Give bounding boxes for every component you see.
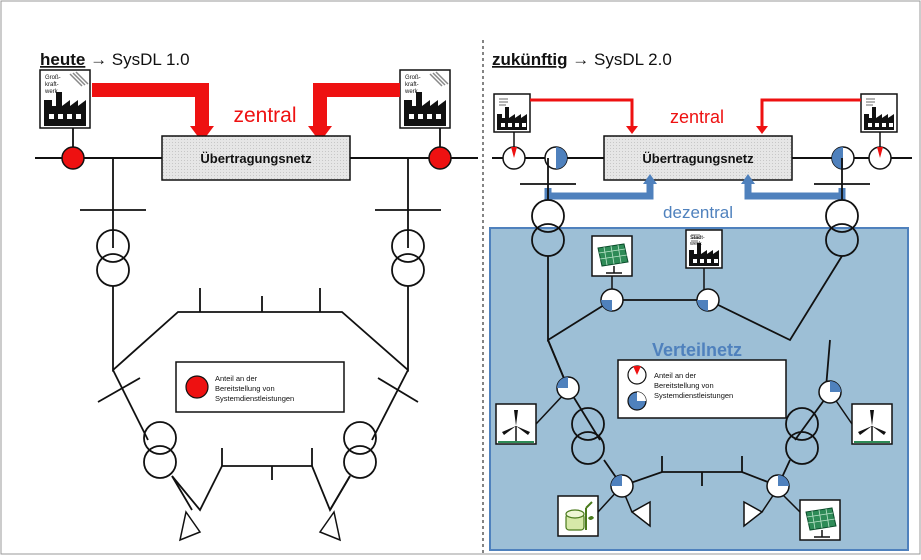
sysdl-share-node-dist-3	[556, 376, 580, 400]
sysdl-share-node-dist-1	[600, 288, 624, 312]
biogas-plant-icon	[557, 495, 599, 537]
wind-turbine-icon-left	[495, 403, 537, 445]
svg-text:Anteil an der: Anteil an der	[654, 371, 697, 380]
sysdl-share-node-dist-6	[766, 474, 790, 498]
zentral-label-left: zentral	[233, 104, 296, 127]
sysdl-share-node-dist-5	[610, 474, 634, 498]
svg-text:kraft-: kraft-	[405, 82, 419, 88]
left-panel-title: heute → SysDL 1.0	[40, 50, 190, 69]
load-triangle-right	[318, 510, 342, 542]
svg-text:werk: werk	[404, 89, 419, 95]
transmission-grid-box-right	[603, 135, 793, 181]
central-feed-arrow-right	[313, 83, 400, 128]
transmission-grid-box	[161, 135, 351, 181]
sysdl-share-node-bus-4	[868, 146, 892, 170]
stadtwerk-plant-icon: Stadt- werk	[685, 229, 723, 269]
svg-text:werk: werk	[44, 89, 59, 95]
load-triangle-right-panel-right	[743, 500, 764, 528]
sysdl-share-node-bus-2	[544, 146, 568, 170]
svg-text:werk: werk	[689, 241, 702, 247]
load-triangle-right-panel-left	[630, 500, 651, 528]
sysdl-share-node-dist-2	[696, 288, 720, 312]
svg-text:Groß-: Groß-	[405, 75, 421, 81]
svg-text:kraft-: kraft-	[45, 82, 59, 88]
dezentral-label: dezentral	[663, 203, 733, 222]
distribution-grid-label: Verteilnetz	[652, 340, 742, 360]
transmission-grid-label: Übertragungsnetz	[200, 151, 312, 166]
transmission-grid-label-right: Übertragungsnetz	[642, 151, 754, 166]
sysdl-share-node-dist-4	[818, 380, 842, 404]
zentral-label-right: zentral	[670, 107, 724, 127]
central-feed-arrow-left	[92, 83, 209, 128]
svg-text:Bereitstellung von: Bereitstellung von	[654, 381, 714, 390]
legend-left: Anteil an der Bereitstellung von Systemd…	[175, 361, 345, 413]
svg-text:Groß-: Groß-	[45, 75, 61, 81]
solar-pv-icon-lower	[799, 499, 841, 541]
power-plant-left-small	[493, 93, 531, 133]
sysdl-share-node-bus-1	[502, 146, 526, 170]
central-feed-arrow-right-panel-left	[530, 98, 634, 128]
svg-text:Systemdienstleistungen: Systemdienstleistungen	[215, 394, 294, 403]
right-panel-title: zukünftig → SysDL 2.0	[492, 50, 672, 69]
central-feed-arrow-right-panel-right	[760, 98, 861, 128]
distribution-ring-top-right	[547, 255, 843, 342]
svg-text:Systemdienstleistungen: Systemdienstleistungen	[654, 391, 733, 400]
svg-text:Stadt-: Stadt-	[690, 235, 705, 241]
sysdl-share-node-right	[428, 146, 452, 170]
large-power-plant-right: Groß- kraft- werk	[399, 69, 451, 129]
central-arrowhead-left	[190, 126, 214, 142]
svg-text:Anteil an der: Anteil an der	[215, 374, 258, 383]
sysdl-share-node-bus-3	[831, 146, 855, 170]
solar-pv-icon-upper	[591, 235, 633, 277]
transformer-right-lower	[343, 421, 377, 479]
sysdl-share-node-left	[61, 146, 85, 170]
distribution-ring-top	[112, 286, 409, 373]
left-panel: heute → SysDL 1.0 Groß- kraft- werk Groß…	[35, 50, 478, 542]
svg-text:Bereitstellung von: Bereitstellung von	[215, 384, 275, 393]
load-triangle-left	[178, 510, 202, 542]
central-arrowhead-right	[308, 126, 332, 142]
right-panel: zukünftig → SysDL 2.0 Verteilnetz zentra…	[489, 50, 912, 551]
power-plant-right-small	[860, 93, 898, 133]
wind-turbine-icon-right	[851, 403, 893, 445]
legend-right: Anteil an der Bereitstellung von Systemd…	[617, 359, 787, 419]
transformer-left-lower	[143, 421, 177, 479]
large-power-plant-left: Groß- kraft- werk	[39, 69, 91, 129]
